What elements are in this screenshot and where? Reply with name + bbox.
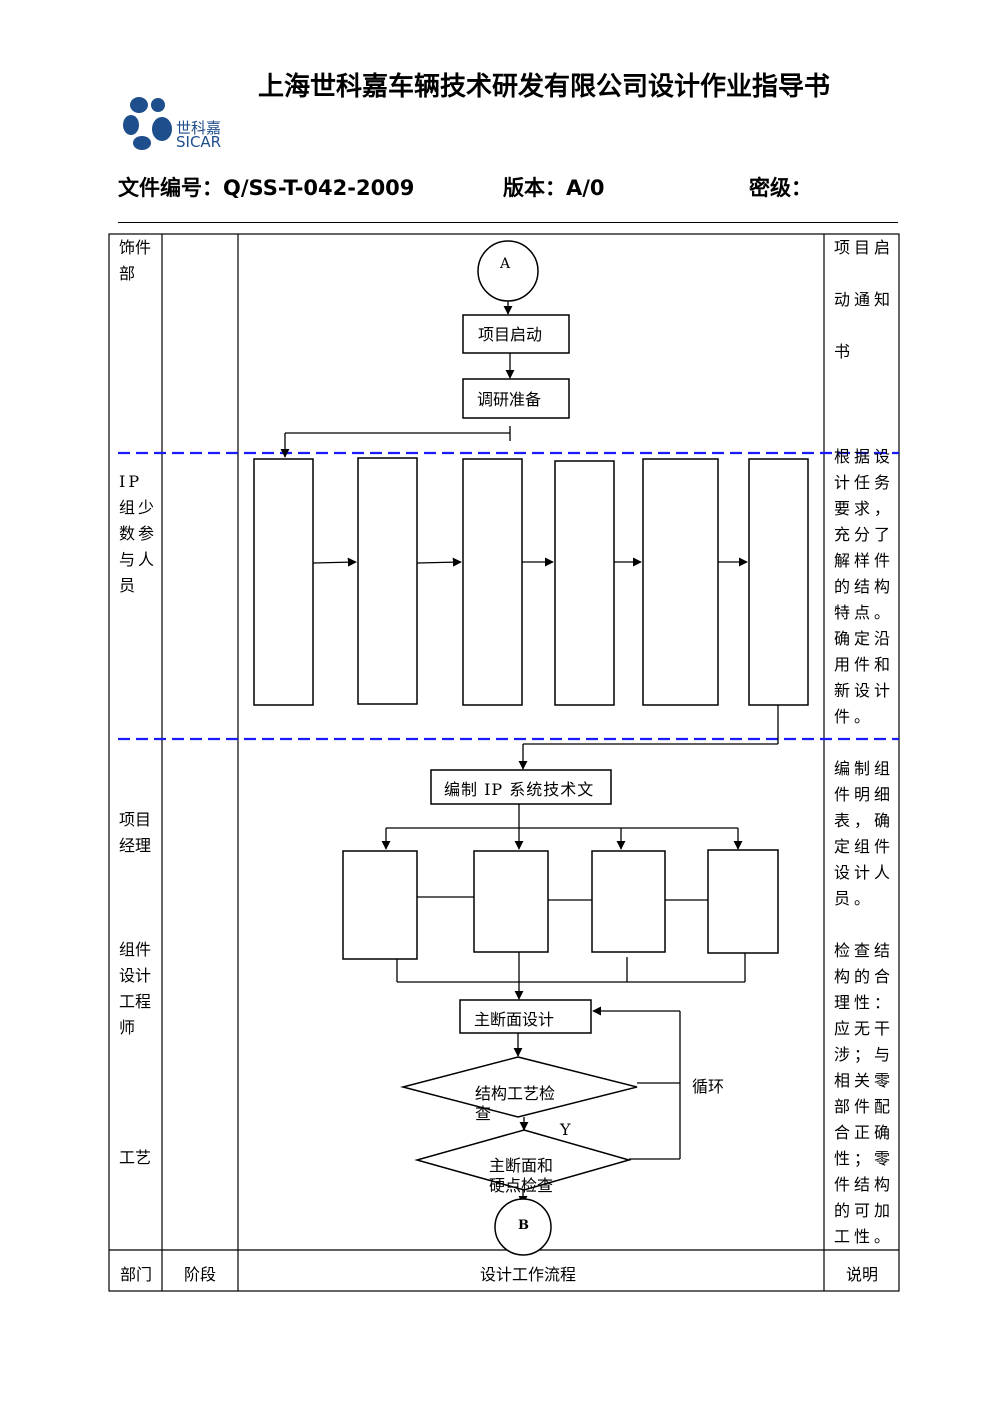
dept-trim: 饰件 部 [119,238,152,283]
note-design-basis: 根据设 计任务 要求， 充分了 解样件 的结构 特点。 确定沿 用件和 新设计 … [834,447,895,726]
compile-ip-box [430,769,612,805]
dept-component-engineer: 组件 设计 工程 师 [119,940,152,1037]
hardpoint-check-label-2: 硬点检查 [489,1176,554,1195]
logo-english-text: SICAR [176,133,222,151]
component-box [473,850,549,953]
struct-check-label-1: 结构工艺检 [475,1084,556,1103]
hardpoint-check-label-1: 主断面和 [489,1156,554,1175]
note-component-list: 编制组 件明细 表，确 定组件 设计人 员。 检查结 构的合 理性： 应无干 涉… [834,759,895,1246]
ip-step-box [357,457,418,705]
dept-project-manager: 项目 经理 [119,810,152,855]
dept-process: 工艺 [119,1148,152,1167]
doc-number: 文件编号：Q/SS-T-042-2009 [118,176,415,200]
company-logo [122,93,232,153]
yes-label: Y [560,1120,571,1139]
component-box [591,850,666,953]
research-prep-label: 调研准备 [477,390,542,409]
component-box [707,849,779,954]
hardpoint-check-diamond [414,1129,632,1191]
note-project-start: 项目启 动通知 书 [834,238,895,361]
connector-b [494,1198,552,1256]
table-frame [108,233,900,1292]
version-label: 版本：A/0 [503,176,605,200]
footer-stage: 阶段 [184,1265,217,1284]
ip-step-boxes [253,457,809,706]
logo-chinese-text: 世科嘉 [176,119,222,137]
research-prep-box [462,378,570,419]
document-title: 上海世科嘉车辆技术研发有限公司设计作业指导书 [258,72,831,102]
footer-workflow: 设计工作流程 [480,1265,577,1284]
footer-remarks: 说明 [846,1265,879,1284]
main-section-label: 主断面设计 [474,1010,555,1029]
compile-ip-label: 编制 IP 系统技术文 [444,780,595,799]
main-section-box [459,999,592,1034]
component-box [342,850,418,960]
ip-step-box [462,458,523,706]
loop-label: 循环 [692,1077,725,1096]
project-start-box [462,314,570,354]
swimlane-separators [118,451,899,741]
ip-step-box [554,460,615,706]
ip-step-box [253,458,314,706]
project-start-label: 项目启动 [478,325,543,344]
logo-emblem-icon [123,97,173,150]
connector-a-label: A [500,256,511,272]
ip-step-box [748,458,809,706]
secret-level-label: 密级： [749,176,812,200]
ip-step-box [642,458,719,706]
dept-ip-group: IP 组少 数参 与人 员 [119,472,158,595]
connector-b-label: B [518,1218,529,1233]
component-boxes [342,849,779,960]
header-divider [118,222,898,223]
struct-check-diamond [400,1056,638,1118]
struct-check-label-2: 查 [475,1104,492,1123]
footer-department: 部门 [120,1265,153,1284]
